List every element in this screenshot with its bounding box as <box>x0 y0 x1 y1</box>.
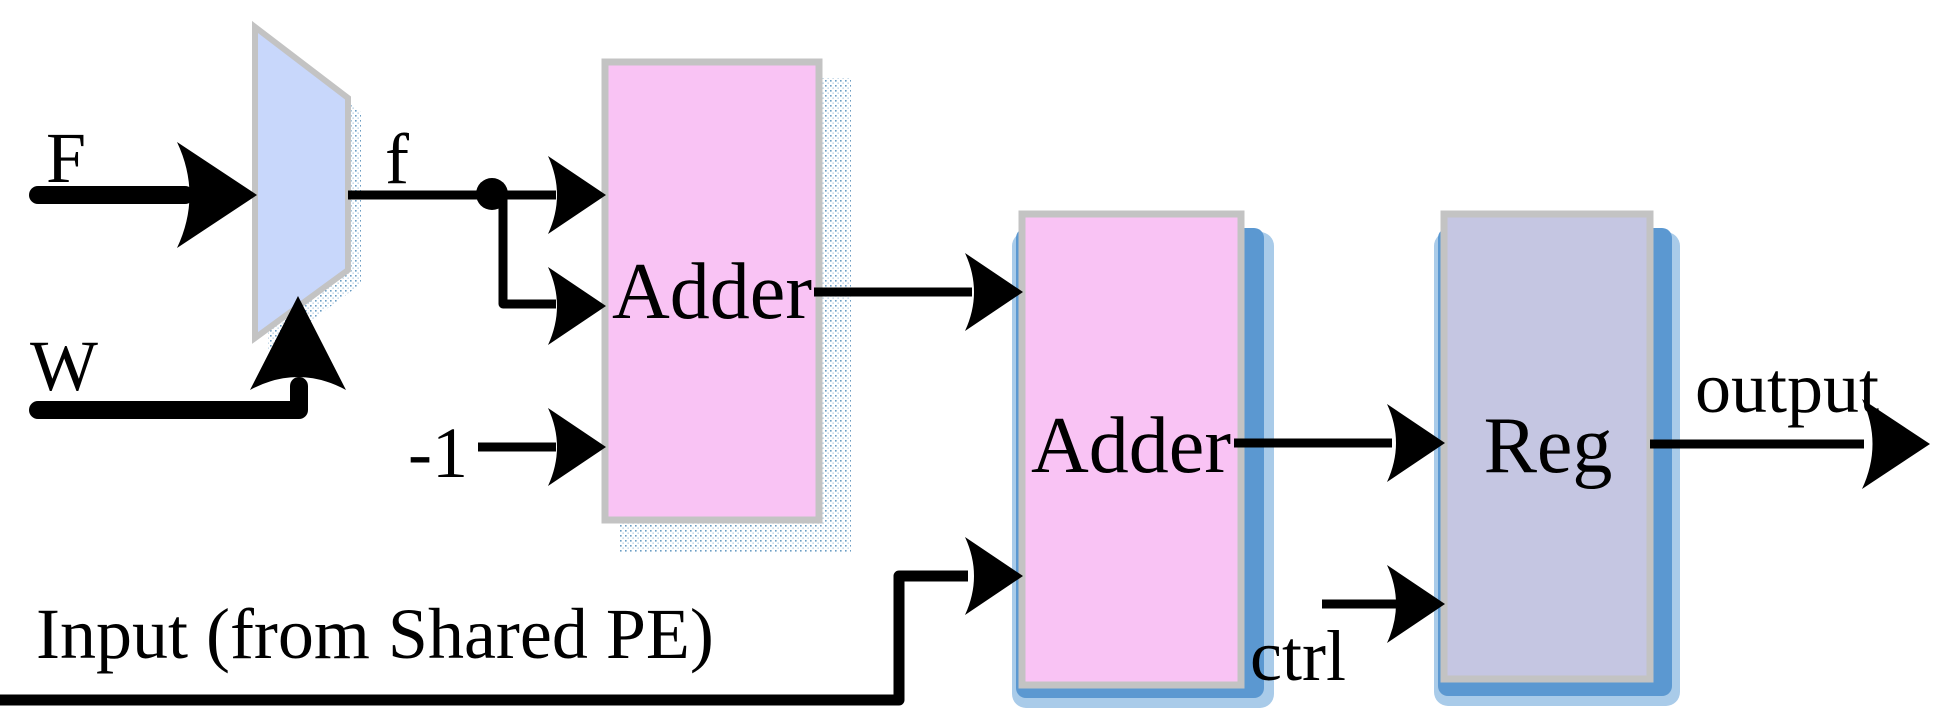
adder2-block <box>1018 210 1245 689</box>
label-ctrl: ctrl <box>1250 616 1346 696</box>
adder1-in1-arrowhead <box>548 156 606 234</box>
adder2-label: Adder <box>1031 402 1231 490</box>
reg-label: Reg <box>1484 402 1613 490</box>
w-input-wire <box>29 377 308 419</box>
adder1-in2-arrowhead <box>548 267 606 345</box>
label-minus-one: -1 <box>408 413 468 493</box>
adder1-group: Adder <box>601 58 851 552</box>
reg-in-arrowhead <box>1387 404 1445 482</box>
branch-wire <box>498 196 556 309</box>
w-input-arrowhead <box>250 296 346 390</box>
adder1-in3-arrowhead <box>548 408 606 486</box>
reg-ctrl-arrowhead <box>1387 565 1445 643</box>
mux-trapezoid <box>252 20 351 344</box>
reg-group: Reg <box>1434 210 1680 706</box>
label-F: F <box>46 118 86 198</box>
label-output: output <box>1695 348 1879 428</box>
adder2-in1-arrowhead <box>965 253 1023 331</box>
adder2-in2-arrowhead <box>965 537 1023 615</box>
label-f: f <box>385 119 409 199</box>
f-input-arrowhead <box>177 142 257 248</box>
label-shared-input: Input (from Shared PE) <box>36 594 714 674</box>
mux-group <box>252 20 361 352</box>
output-arrowhead <box>1862 399 1930 489</box>
adder1-block <box>601 58 823 524</box>
shared-input-wire <box>0 570 968 706</box>
adder2-group: Adder <box>1012 210 1274 708</box>
adder1-label: Adder <box>612 248 812 336</box>
label-W: W <box>30 326 98 406</box>
